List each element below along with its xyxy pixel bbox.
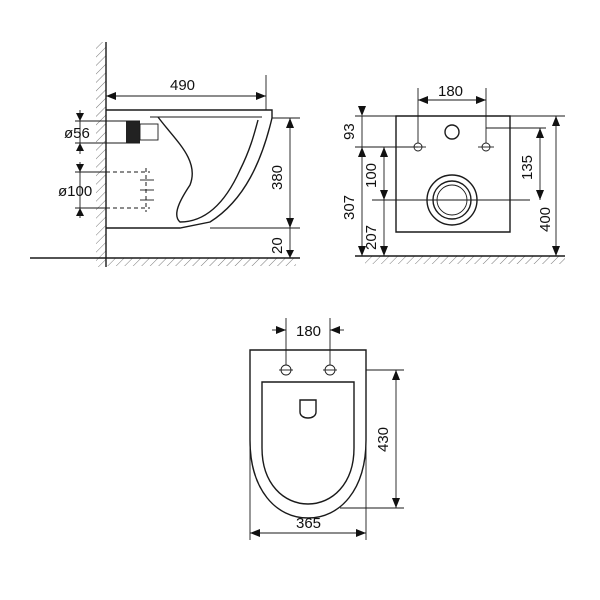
arrow: [76, 164, 84, 172]
dim-label-93: 93: [341, 123, 358, 140]
dim-label-307: 307: [341, 195, 358, 220]
top-view: 180 430 365: [249, 318, 404, 540]
arrow: [358, 246, 366, 256]
dim-label-100: 100: [363, 163, 380, 188]
arrow: [380, 246, 388, 256]
rear-view: 180 93 100 307 207 135 400: [341, 83, 565, 264]
arrow: [552, 116, 560, 126]
arrow: [330, 326, 340, 334]
arrow: [418, 96, 428, 104]
dim-label-bolt-spacing-top: 180: [296, 323, 321, 340]
floor-hatch-side: [106, 258, 296, 266]
toilet-body-outline: [106, 109, 273, 229]
dim-label-floor-clearance: 20: [269, 237, 286, 254]
inlet-fitting: [126, 121, 140, 143]
dim-label-bowl-height: 380: [269, 165, 286, 190]
arrow: [250, 529, 260, 537]
arrow: [536, 190, 544, 200]
dim-label-width: 365: [296, 515, 321, 532]
wall-hatch: [96, 42, 106, 267]
top-inner-seat: [261, 381, 355, 505]
arrow: [476, 96, 486, 104]
dim-label-bolt-spacing-rear: 180: [438, 83, 463, 100]
top-drain-opening: [299, 399, 317, 419]
dim-label-outlet-diameter: ø100: [58, 183, 92, 200]
arrow: [76, 113, 84, 121]
rear-back-outline: [395, 115, 511, 233]
arrow: [392, 370, 400, 380]
top-outer-outline: [249, 349, 367, 519]
dim-label-length: 430: [375, 427, 392, 452]
rear-top-hole: [444, 124, 460, 140]
arrow: [380, 147, 388, 157]
arrow: [106, 92, 116, 100]
dim-label-207: 207: [363, 225, 380, 250]
arrow: [286, 218, 294, 228]
arrow: [358, 106, 366, 116]
arrow: [76, 143, 84, 151]
arrow: [276, 326, 286, 334]
arrow: [392, 498, 400, 508]
floor-hatch-rear: [365, 256, 565, 264]
arrow: [286, 250, 294, 258]
dim-label-135: 135: [519, 155, 536, 180]
arrow: [76, 208, 84, 216]
dim-label-depth: 490: [170, 77, 195, 94]
arrow: [380, 190, 388, 200]
arrow: [256, 92, 266, 100]
arrow: [536, 128, 544, 138]
dim-label-inlet-diameter: ø56: [64, 125, 90, 142]
inlet-pipe: [139, 123, 159, 141]
toilet-bowl-inner: [157, 116, 259, 223]
arrow: [552, 246, 560, 256]
arrow: [356, 529, 366, 537]
dim-label-400: 400: [537, 207, 554, 232]
side-view: 490 ø56 ø100 380 20: [30, 42, 300, 267]
arrow: [286, 118, 294, 128]
